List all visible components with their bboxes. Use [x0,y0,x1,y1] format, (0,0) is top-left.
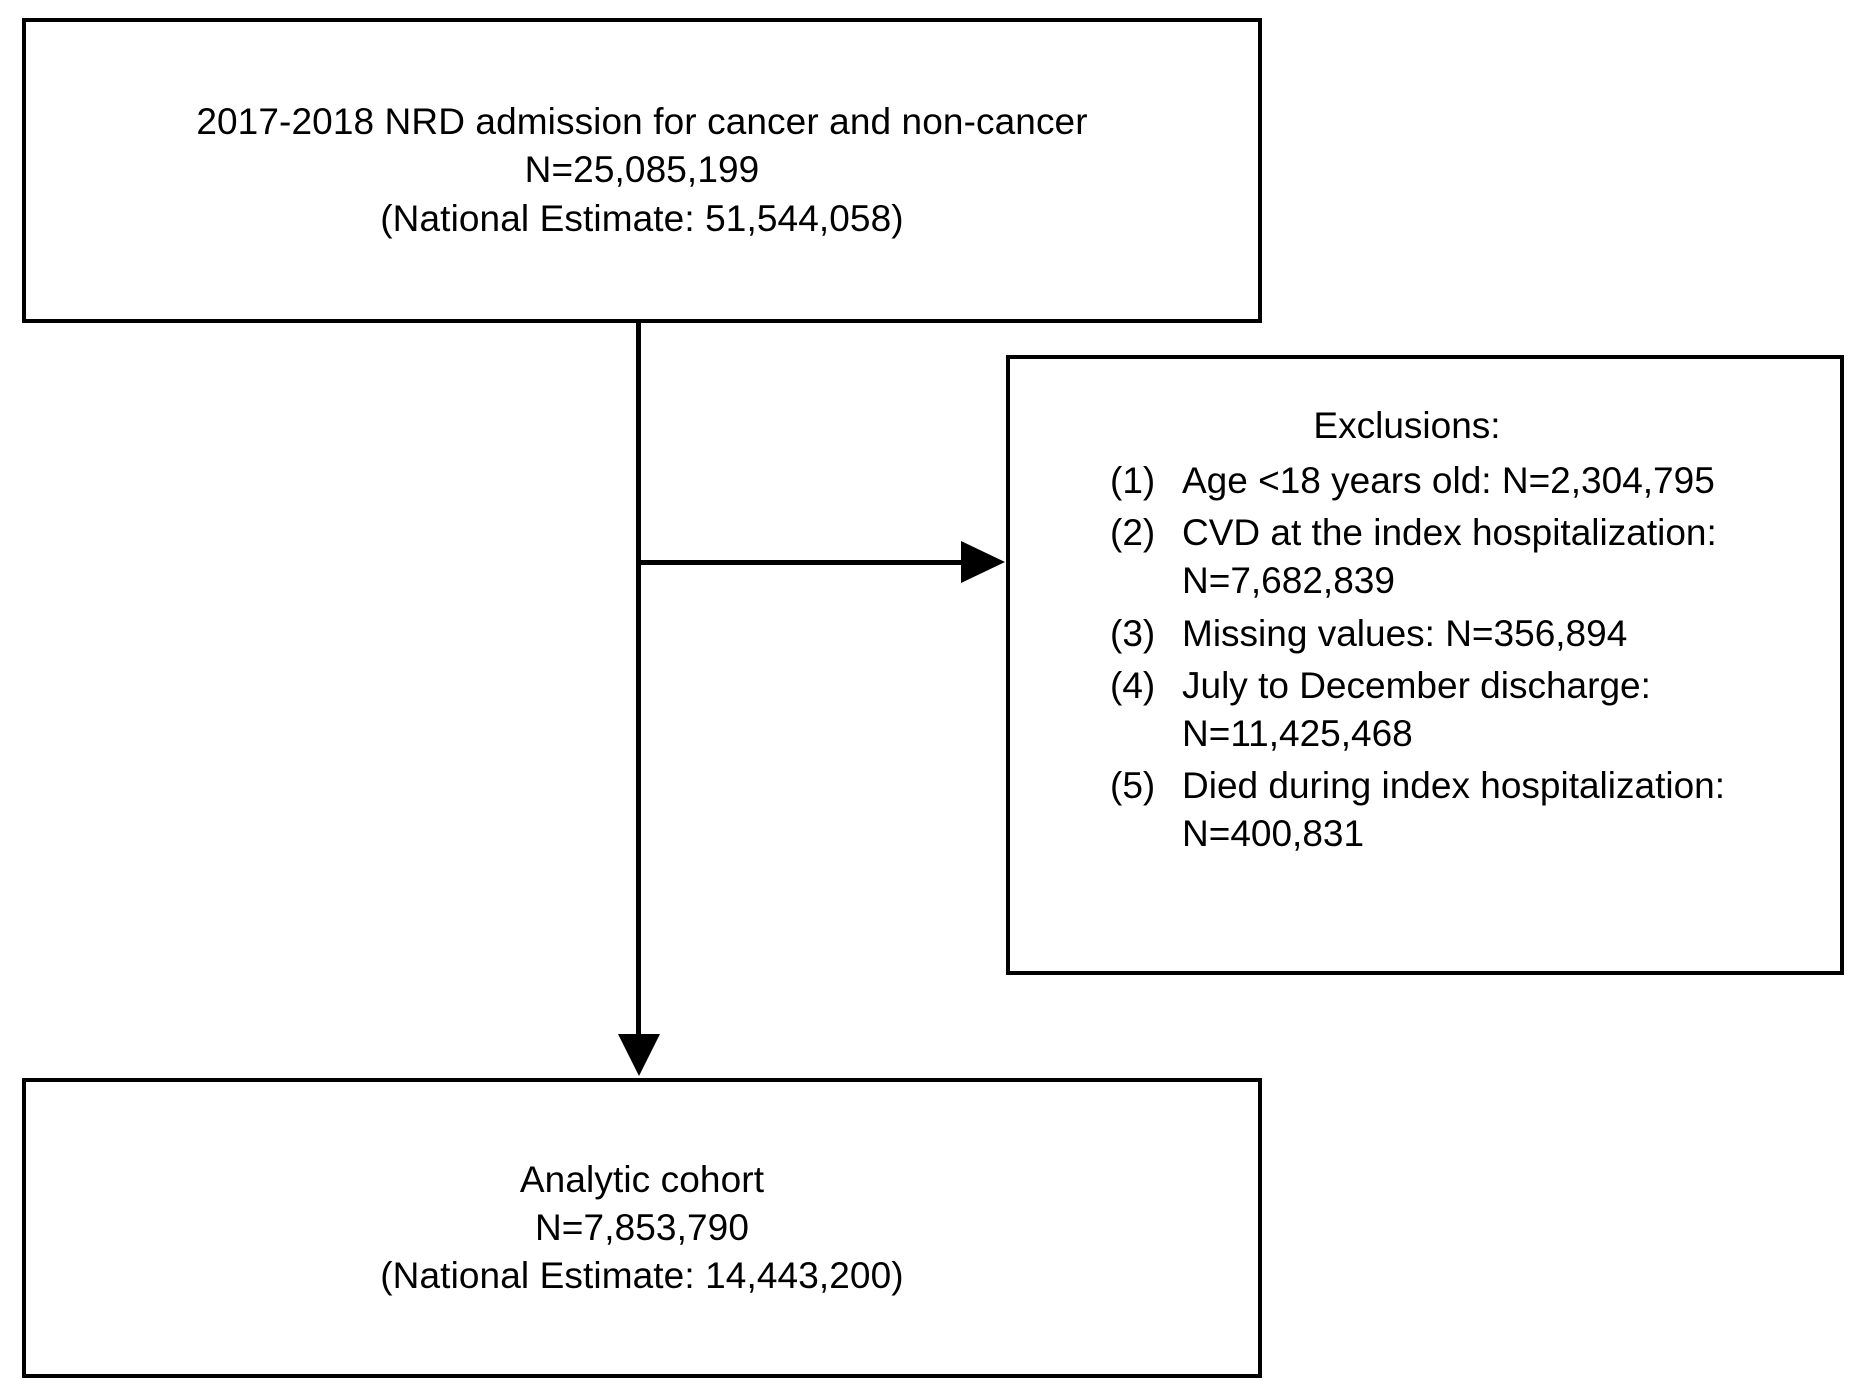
vertical-connector-line [636,323,641,1040]
exclusion-item-5-text: Died during index hospitalization: N=400… [1182,764,1726,854]
exclusion-item-5: (5) Died during index hospitalization: N… [1010,762,1840,858]
analytic-cohort-line-2: N=7,853,790 [534,1206,750,1248]
source-population-line-1: 2017-2018 NRD admission for cancer and n… [196,101,1088,143]
exclusion-item-3-text: Missing values: N=356,894 [1182,612,1628,654]
arrow-right-icon [961,541,1005,583]
exclusions-title: Exclusions: [1313,405,1501,446]
source-population-line-3: (National Estimate: 51,544,058) [380,197,904,239]
exclusions-list: (1) Age <18 years old: N=2,304,795 (2) C… [1010,457,1840,862]
exclusion-item-1-number: (1) [1110,460,1156,502]
exclusion-item-3-number: (3) [1110,612,1156,654]
source-population-box: 2017-2018 NRD admission for cancer and n… [22,18,1262,323]
exclusions-box: Exclusions: (1) Age <18 years old: N=2,3… [1006,355,1844,975]
exclusion-item-2: (2) CVD at the index hospitalization: N=… [1010,509,1840,605]
analytic-cohort-box: Analytic cohort N=7,853,790 (National Es… [22,1078,1262,1378]
analytic-cohort-line-1: Analytic cohort [519,1158,765,1200]
horizontal-connector-line [641,560,963,565]
arrow-down-icon [618,1034,660,1076]
exclusion-item-3: (3) Missing values: N=356,894 [1010,610,1840,658]
exclusion-item-5-number: (5) [1110,764,1156,806]
exclusion-item-2-number: (2) [1110,512,1156,554]
exclusion-item-1: (1) Age <18 years old: N=2,304,795 [1010,457,1840,505]
exclusion-item-1-text: Age <18 years old: N=2,304,795 [1182,460,1715,502]
analytic-cohort-line-3: (National Estimate: 14,443,200) [380,1255,904,1297]
exclusion-item-4-text: July to December discharge: N=11,425,468 [1182,664,1651,754]
exclusion-item-4-number: (4) [1110,664,1156,706]
exclusion-item-2-text: CVD at the index hospitalization: N=7,68… [1182,512,1717,602]
source-population-line-2: N=25,085,199 [524,149,760,191]
exclusion-item-4: (4) July to December discharge: N=11,425… [1010,662,1840,758]
